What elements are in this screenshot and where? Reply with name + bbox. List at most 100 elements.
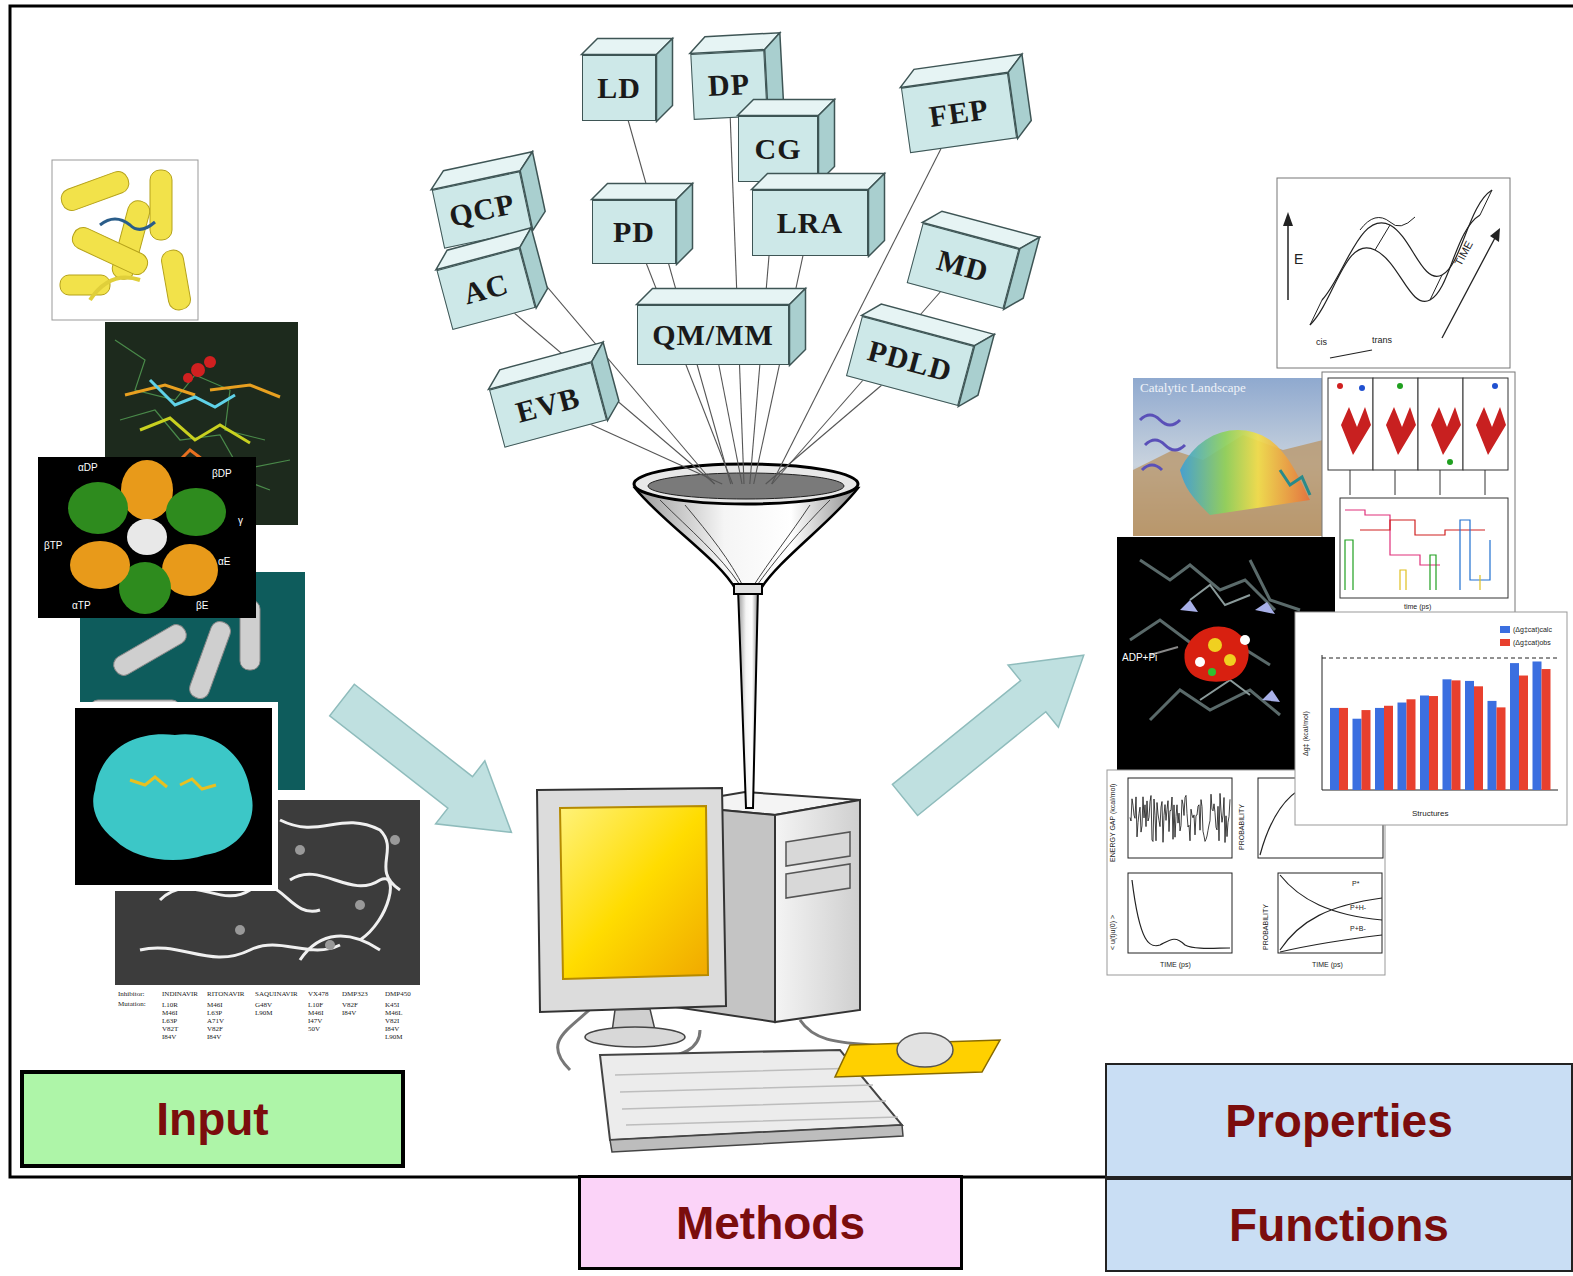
energy-surface-figure-part: [1283, 212, 1293, 226]
bar: [1353, 719, 1362, 790]
flow-arrow: [880, 624, 1109, 831]
axis-label: TIME (ps): [1160, 961, 1191, 969]
atp-synthase-figure-part: [1184, 627, 1248, 682]
trajectory-figure-part: [1418, 378, 1463, 470]
method-name: LD: [597, 71, 641, 105]
box-top-face: [592, 184, 693, 200]
atp-synthase-figure-part: [1208, 638, 1222, 652]
protein-black-image-part: [127, 519, 167, 555]
box-top-face: [898, 54, 1024, 87]
bar-chart-figure-part: [1322, 655, 1323, 790]
leader-line: [619, 88, 731, 484]
protein-yellow-image-part: [160, 249, 192, 312]
box-side-face: [1004, 233, 1040, 313]
funnel-part: [634, 464, 858, 504]
protein-cyan-image-part: [72, 705, 275, 888]
bar: [1542, 669, 1551, 790]
protein-yellow-image-part: [58, 169, 131, 214]
subunit-label: αE: [218, 556, 230, 567]
atp-synthase-figure-part: [1180, 600, 1280, 702]
catalytic-landscape-figure-part: [1180, 430, 1310, 515]
section-title: Properties: [1225, 1094, 1453, 1148]
legend-text: (Δg‡cat)calc: [1513, 626, 1552, 633]
method-name: DP: [707, 67, 751, 103]
table-cell: M46I L63P A71V V82F I84V: [207, 1001, 224, 1041]
protein-black-image-part: [68, 482, 128, 534]
axis-label: PROBABILITY: [1238, 804, 1246, 850]
axis-label: Δg‡ (kcal/mol): [1302, 711, 1310, 756]
funnel-part: [648, 473, 844, 499]
time-plots-figure-part: [1128, 778, 1232, 858]
trajectory-figure-part: [1337, 383, 1343, 389]
protein-yellow-image-part: [52, 160, 198, 320]
bar: [1420, 696, 1429, 791]
legend-row: (Δg‡cat)calc: [1500, 626, 1552, 633]
bar: [1465, 681, 1474, 790]
subunit-label: γ: [238, 515, 243, 526]
method-box: AC: [436, 248, 535, 330]
funnel-part: [734, 584, 762, 594]
computer-part: [786, 864, 850, 898]
protein-green-image-part: [140, 418, 250, 443]
method-name: PD: [613, 215, 655, 249]
table-cell: K45I M46L V82I I84V L90M: [385, 1001, 403, 1041]
subunit-label: βTP: [44, 540, 63, 551]
table-cell: SAQUINAVIR: [255, 991, 298, 999]
axis-label: Structures: [1412, 810, 1448, 819]
bar: [1375, 708, 1384, 790]
protein-gray-image-part: [235, 925, 245, 935]
method-name: QCP: [446, 186, 518, 233]
curve-label: P+H-: [1350, 904, 1366, 912]
trajectory-figure-part: [1340, 498, 1508, 598]
time-plots-figure-part: [1132, 880, 1230, 948]
functions-box: Functions: [1105, 1178, 1573, 1272]
axis-label: cis: [1316, 338, 1327, 348]
axis-label: ENERGY GAP (kcal/mol): [1109, 784, 1117, 862]
computer-part: [610, 1125, 903, 1152]
box-side-face: [958, 330, 994, 410]
bar: [1474, 686, 1483, 790]
curve-label: P*: [1352, 880, 1359, 888]
flow-arrow-part: [317, 668, 536, 863]
protein-yellow-image-part: [100, 219, 155, 229]
trajectory-figure: [1322, 372, 1515, 620]
time-plots-figure-part: [1278, 873, 1382, 953]
axis-label: PROBABILITY: [1262, 904, 1270, 950]
trajectory-figure-part: [1400, 570, 1480, 590]
bar: [1339, 708, 1348, 790]
protein-gray-image-part: [390, 835, 400, 845]
catalytic-landscape-figure-part: [1280, 470, 1310, 495]
energy-surface-figure-part: [1322, 190, 1492, 300]
methods-box: Methods: [578, 1175, 963, 1270]
protein-yellow-image-part: [150, 170, 172, 240]
bar: [1533, 661, 1542, 790]
axis-label: < u(t)u(0) >: [1109, 915, 1117, 950]
bar: [1429, 696, 1438, 790]
box-top-face: [484, 342, 607, 389]
funnel-part: [660, 500, 830, 588]
trajectory-figure-part: [1492, 383, 1498, 389]
computer-part: [537, 788, 726, 1012]
protein-green-image-part: [150, 380, 235, 407]
method-name: QM/MM: [652, 318, 774, 352]
protein-black-image: [38, 457, 256, 618]
energy-surface-figure-part: [1330, 350, 1372, 358]
method-box: CG: [738, 116, 818, 182]
subunit-label: βDP: [212, 468, 232, 479]
axis-label: TIME (ps): [1312, 961, 1343, 969]
subunit-label: βE: [196, 600, 208, 611]
method-box: MD: [907, 223, 1020, 309]
method-name: AC: [460, 267, 513, 312]
protein-teal-image-part: [110, 621, 189, 678]
method-name: CG: [755, 132, 802, 166]
energy-surface-figure-part: [1360, 217, 1415, 230]
method-box: FEP: [901, 73, 1017, 153]
atp-synthase-figure-part: [1130, 560, 1300, 720]
method-name: MD: [933, 243, 992, 289]
atp-synthase-figure-part: [1208, 668, 1216, 676]
method-name: FEP: [927, 92, 991, 134]
protein-yellow-image-part: [90, 278, 140, 301]
flow-arrow: [317, 668, 536, 863]
axis-label: E: [1294, 252, 1303, 267]
table-cell: L10F M46I I47V 50V: [308, 1001, 324, 1033]
